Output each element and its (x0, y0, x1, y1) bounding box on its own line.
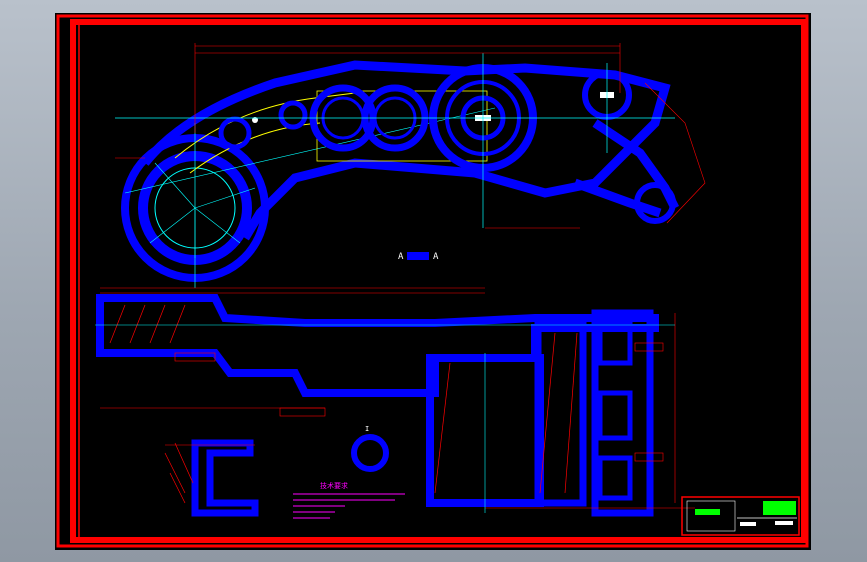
shaft-section (96, 294, 659, 397)
title-block-code (775, 521, 793, 525)
bearing-1 (597, 320, 633, 366)
detail-view (164, 439, 259, 517)
tech-notes-title: 技术要求 (320, 481, 348, 490)
cad-drawing: A A (56, 14, 809, 548)
arm-outline (141, 60, 671, 241)
detail-circle-part (351, 434, 389, 472)
title-block-name (763, 501, 796, 515)
housing-right (591, 309, 654, 517)
lower-link-boss (634, 182, 676, 224)
title-block-stamp (695, 509, 720, 515)
tech-notes: 技术要求 (293, 481, 405, 519)
detail-part (191, 439, 259, 517)
bearing-3 (597, 455, 633, 501)
small-hub-b (278, 100, 308, 130)
section-view (95, 287, 695, 517)
arm-groove (174, 92, 356, 174)
small-hub-a (218, 116, 252, 150)
top-view (115, 43, 706, 288)
title-block-frame (681, 496, 800, 536)
section-arrow (407, 252, 429, 260)
section-label: A A (398, 252, 439, 262)
lower-link (573, 119, 680, 218)
detail-circle: I (351, 425, 389, 472)
section-letter-left: A (398, 252, 404, 262)
inner-frame (70, 19, 807, 543)
title-block-text (740, 522, 756, 526)
title-grid (686, 500, 736, 532)
drawing-sheet: A A (55, 13, 811, 550)
detail-circle-label: I (365, 425, 369, 433)
housing-wall (534, 319, 587, 507)
bearing-2 (597, 390, 633, 441)
section-letter-right: A (433, 252, 439, 262)
title-block (681, 496, 800, 536)
small-key (252, 117, 258, 123)
